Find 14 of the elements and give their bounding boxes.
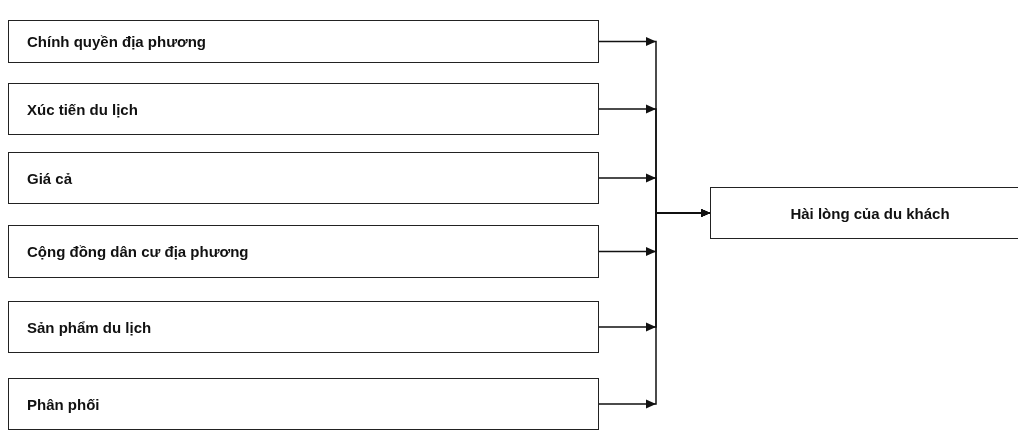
process-box (8, 225, 599, 278)
box-label: Chính quyền địa phương (27, 33, 206, 50)
box-label: Sản phẩm du lịch (27, 318, 152, 336)
process-box (8, 301, 599, 353)
process-box (710, 187, 1018, 239)
process-box (8, 378, 599, 430)
process-box (8, 20, 599, 63)
box-label: Phân phối (27, 395, 100, 413)
process-box (8, 83, 599, 135)
box-label: Giá cả (27, 169, 73, 187)
box-label: Cộng đồng dân cư địa phương (27, 243, 249, 260)
box-label: Xúc tiến du lịch (27, 100, 138, 118)
box-label: Hài lòng của du khách (790, 204, 950, 222)
process-box (8, 152, 599, 204)
